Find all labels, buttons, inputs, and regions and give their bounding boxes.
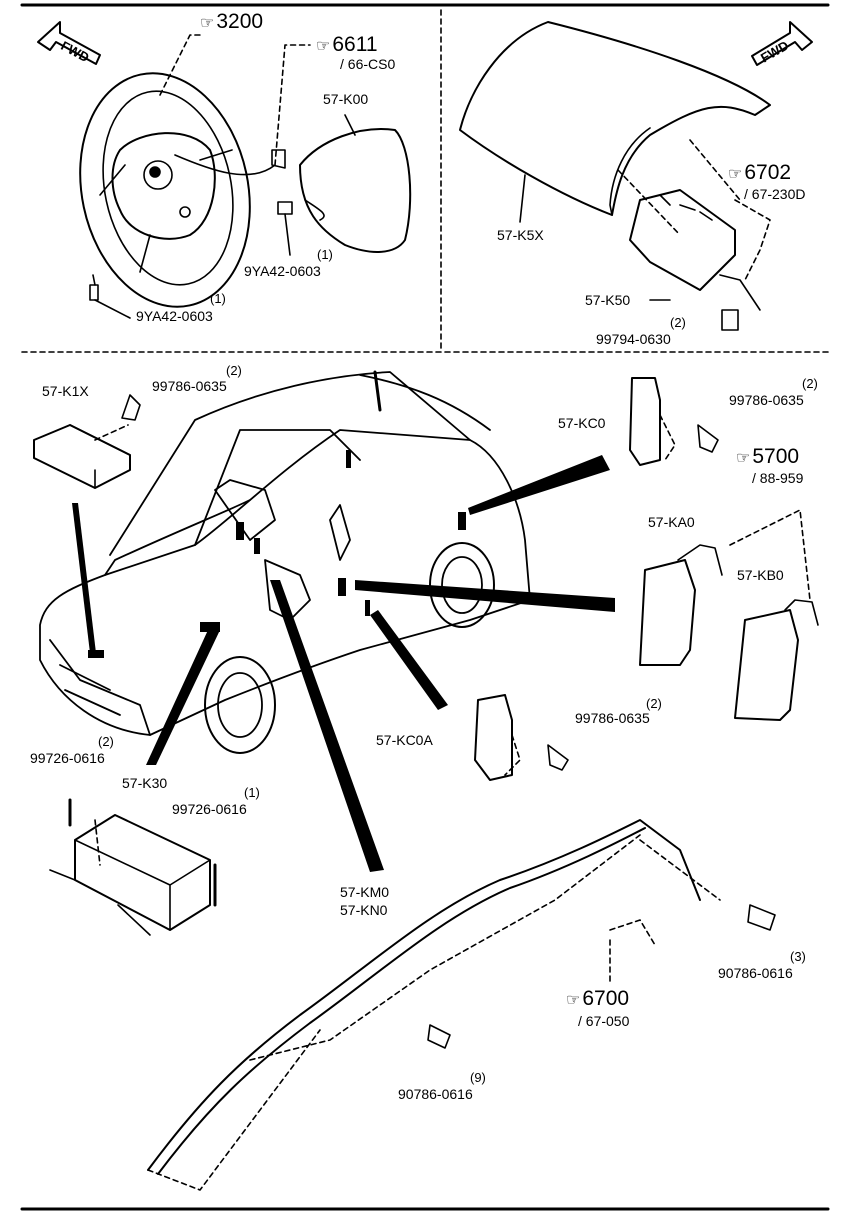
pointing-hand-icon: ☞: [728, 166, 743, 183]
side-airbag-kb0-drawing: [734, 599, 819, 721]
control-unit-k30-drawing: [49, 814, 211, 936]
part-57-kn0[interactable]: 57-KN0: [340, 902, 388, 918]
ref-3200-number: 3200: [216, 10, 264, 33]
fwd-arrow-icon-right: [751, 21, 813, 66]
ref-6702-number: 6702: [744, 161, 792, 184]
part-57-k1x[interactable]: 57-K1X: [42, 383, 89, 399]
pointing-hand-icon: ☞: [566, 992, 581, 1009]
sensor-kc0a-drawing: [474, 694, 513, 781]
ref-3200[interactable]: ☞3200: [200, 11, 263, 35]
bolt-9ya42-0603-a-qty: (1): [210, 291, 226, 306]
bolt-99786-0635-b[interactable]: 99786-0635: [729, 392, 804, 408]
bolt-99726-0616-b-qty: (1): [244, 785, 260, 800]
bolt-drawing-1: [89, 274, 131, 319]
curtain-airbag-rail-drawing: [147, 819, 701, 1175]
pointing-hand-icon: ☞: [736, 450, 751, 467]
bolt-9ya42-0603-a[interactable]: 9YA42-0603: [136, 308, 213, 324]
bolt-99786-0635-a[interactable]: 99786-0635: [152, 378, 227, 394]
bolt-90786-0616-a[interactable]: 90786-0616: [718, 965, 793, 981]
bolt-drawing-2: [277, 201, 293, 256]
side-airbag-ka0-drawing: [639, 544, 723, 666]
ref-6611[interactable]: ☞6611: [316, 34, 378, 58]
ref-6702[interactable]: ☞6702: [728, 162, 791, 186]
passenger-airbag-cover-drawing: [459, 21, 771, 216]
bolt-99794-0630-qty: (2): [670, 315, 686, 330]
ref-6700-sub: / 67-050: [578, 1013, 630, 1029]
part-57-k50[interactable]: 57-K50: [585, 292, 631, 308]
pointer-wedges: [72, 455, 615, 872]
part-57-kc0a[interactable]: 57-KC0A: [376, 732, 433, 748]
vehicle-airbag-marks: [88, 450, 466, 658]
ref-5700-sub: / 88-959: [752, 470, 804, 486]
ref-6700[interactable]: ☞6700: [566, 988, 629, 1012]
bolt-99786-0635-a-qty: (2): [226, 363, 242, 378]
bolt-99726-0616-a[interactable]: 99726-0616: [30, 750, 105, 766]
ref-5700[interactable]: ☞5700: [736, 446, 799, 470]
bolt-9ya42-0603-b[interactable]: 9YA42-0603: [244, 263, 321, 279]
sensor-k1x-drawing: [33, 424, 131, 489]
bolt-99786-0635-c-qty: (2): [646, 696, 662, 711]
bolt-99726-0616-b[interactable]: 99726-0616: [172, 801, 247, 817]
bolt-90786-0616-a-qty: (3): [790, 949, 806, 964]
bolt-99794-0630[interactable]: 99794-0630: [596, 331, 671, 347]
part-57-k5x[interactable]: 57-K5X: [497, 227, 544, 243]
ref-6700-number: 6700: [582, 987, 630, 1010]
part-57-ka0[interactable]: 57-KA0: [648, 514, 695, 530]
bolt-9ya42-0603-b-qty: (1): [317, 247, 333, 262]
fwd-arrow-icon-left: [37, 21, 101, 65]
pointing-hand-icon: ☞: [316, 38, 331, 55]
ref-5700-number: 5700: [752, 445, 800, 468]
bolt-99786-0635-c[interactable]: 99786-0635: [575, 710, 650, 726]
driver-airbag-module-drawing: [299, 128, 412, 253]
part-57-km0[interactable]: 57-KM0: [340, 884, 390, 900]
bolt-99726-0616-a-qty: (2): [98, 734, 114, 749]
part-57-kb0[interactable]: 57-KB0: [737, 567, 784, 583]
bolt-99786-0635-b-qty: (2): [802, 376, 818, 391]
ref-6702-sub: / 67-230D: [744, 186, 806, 202]
bolt-90786-0616-b[interactable]: 90786-0616: [398, 1086, 473, 1102]
part-57-k00[interactable]: 57-K00: [323, 91, 369, 107]
ref-6611-sub: / 66-CS0: [340, 56, 396, 72]
part-57-k30[interactable]: 57-K30: [122, 775, 168, 791]
bolt-90786-0616-b-qty: (9): [470, 1070, 486, 1085]
vehicle-drawing: [39, 370, 531, 754]
sensor-kc0-drawing: [629, 377, 661, 466]
passenger-airbag-module-drawing: [629, 189, 736, 291]
pointing-hand-icon: ☞: [200, 15, 215, 32]
part-57-kc0[interactable]: 57-KC0: [558, 415, 606, 431]
steering-wheel-drawing: [79, 72, 286, 308]
ref-6611-number: 6611: [332, 33, 378, 56]
